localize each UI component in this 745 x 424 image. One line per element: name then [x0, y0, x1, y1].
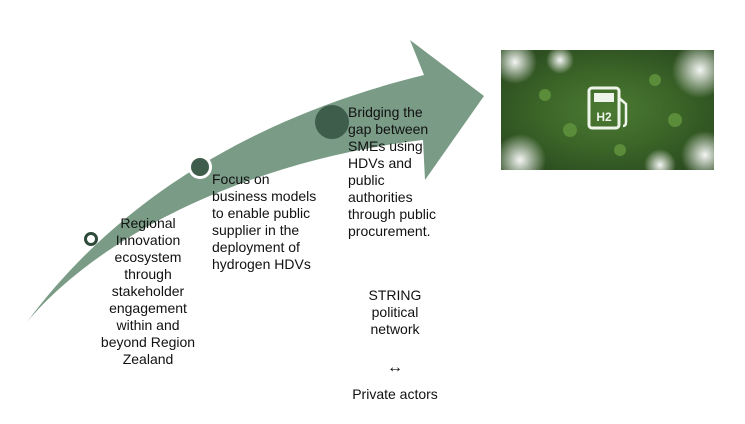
- hydrogen-forest-image: H2: [493, 40, 729, 186]
- hydrogen-fuel-pump-icon: H2: [587, 86, 628, 130]
- string-network-label: STRING political network: [368, 287, 422, 337]
- hydrogen-icon-label: H2: [596, 110, 612, 124]
- step-1-text: Regional Innovation ecosystem through st…: [100, 215, 196, 367]
- step-2-marker: [188, 155, 212, 179]
- step-2-text: Focus on business models to enable publi…: [212, 171, 317, 272]
- growth-arrow: [27, 40, 484, 322]
- bidirectional-arrow-icon: ↔: [387, 359, 403, 376]
- step-3-marker: [315, 105, 349, 139]
- private-actors-label: Private actors: [352, 386, 438, 402]
- step-1-marker: [84, 232, 98, 246]
- step-3-text: Bridging the gap between SMEs using HDVs…: [348, 104, 436, 239]
